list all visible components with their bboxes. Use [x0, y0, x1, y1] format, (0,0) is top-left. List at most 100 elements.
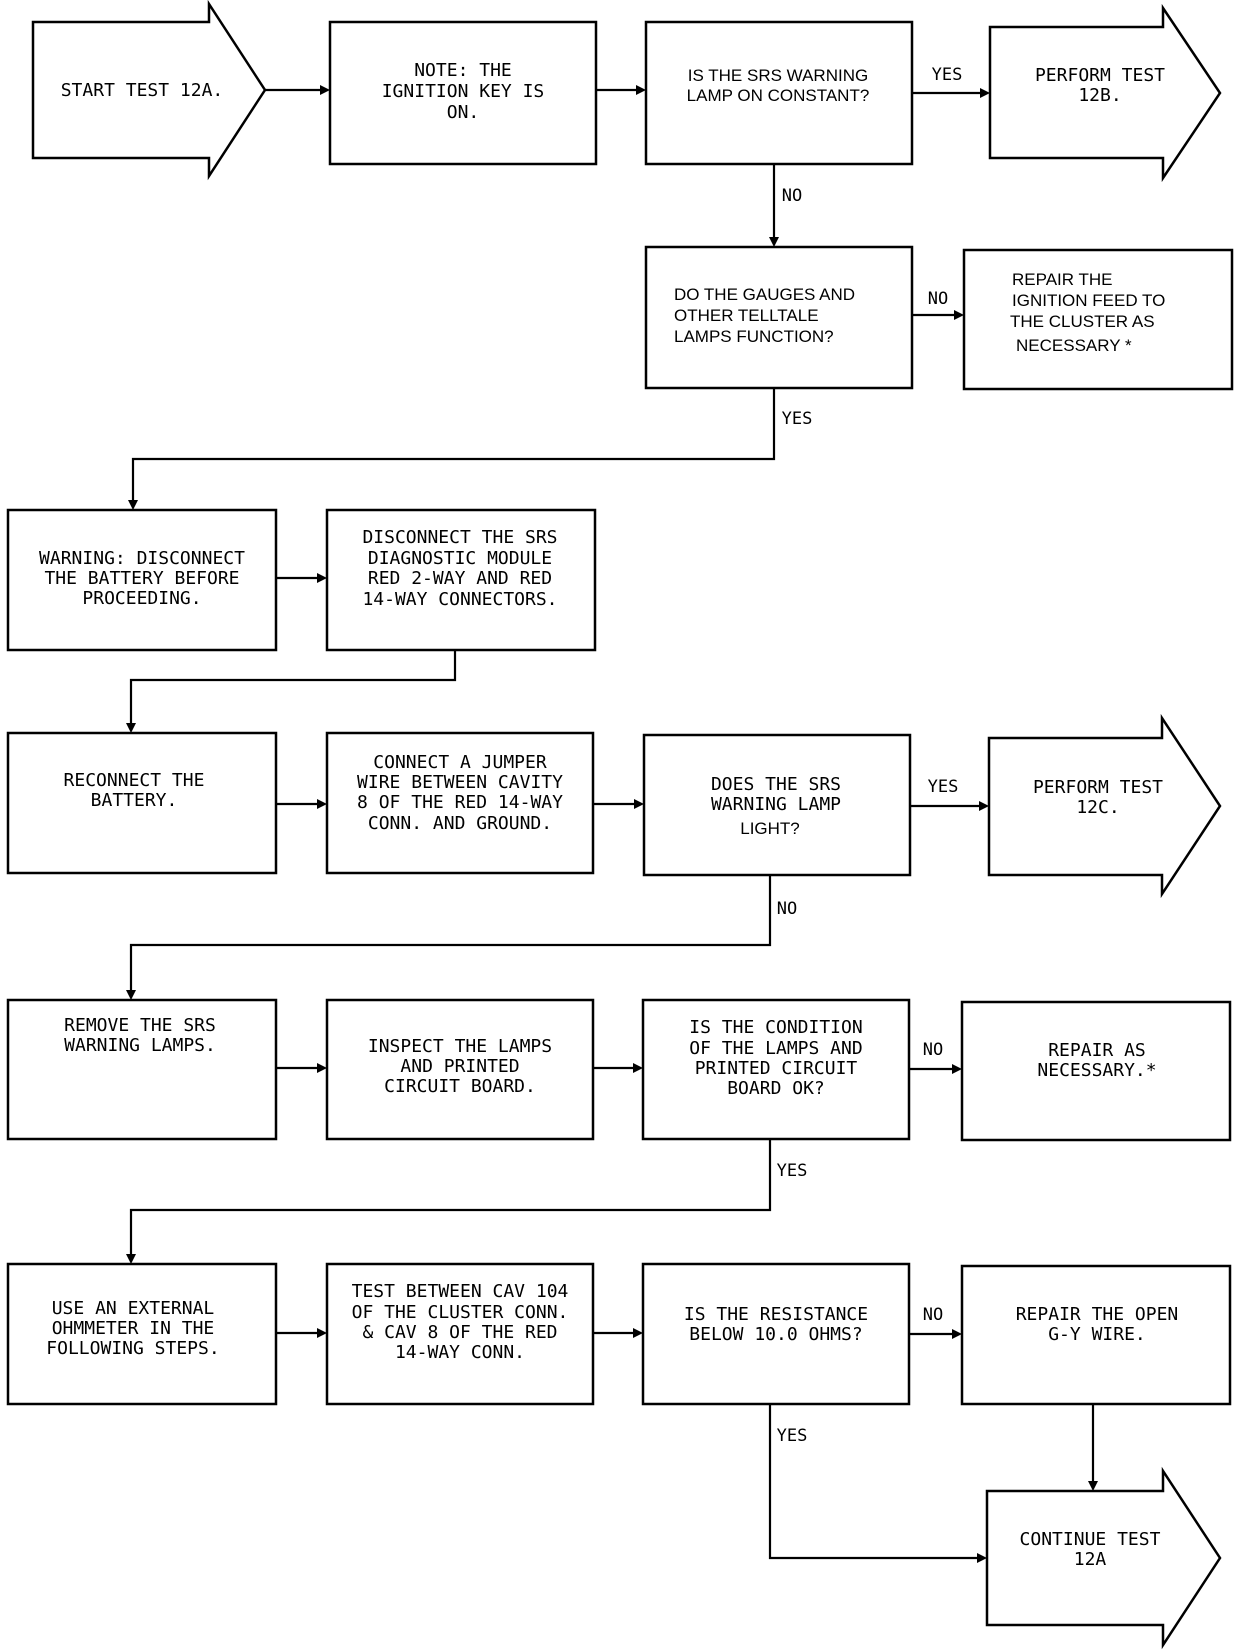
edge-label-no: NO	[777, 899, 797, 919]
use-ohmmeter-text: USE AN EXTERNAL OHMMETER IN THE FOLLOWIN…	[46, 1298, 219, 1359]
text-line: OF THE CLUSTER CONN.	[352, 1302, 569, 1323]
edge-label-yes: YES	[782, 409, 813, 429]
lamp-light-decision-box	[642, 733, 912, 877]
perform-test-12b-text: PERFORM TEST 12B.	[1035, 65, 1165, 106]
text-line: NECESSARY *	[1016, 336, 1132, 355]
condition-question-text: IS THE CONDITION OF THE LAMPS AND PRINTE…	[689, 1017, 862, 1099]
text-line: 12C.	[1076, 797, 1119, 818]
edge-label-yes: YES	[932, 65, 963, 85]
text-line: DOES THE SRS	[711, 774, 841, 795]
edge-label-yes: YES	[777, 1161, 808, 1181]
text-line: 12B.	[1078, 85, 1121, 106]
text-line: WARNING: DISCONNECT	[39, 548, 245, 569]
text-line: ON.	[447, 102, 480, 123]
text-line: PERFORM TEST	[1035, 65, 1165, 86]
text-line: OHMMETER IN THE	[52, 1318, 215, 1339]
text-line: NECESSARY.*	[1037, 1060, 1156, 1081]
srs-constant-question-text: IS THE SRS WARNING LAMP ON CONSTANT?	[687, 66, 870, 105]
text-line: AND PRINTED	[400, 1056, 519, 1077]
text-line: IS THE CONDITION	[689, 1017, 862, 1038]
text-line: IS THE RESISTANCE	[684, 1304, 868, 1325]
warning-battery-box	[6, 508, 278, 652]
text-line: RED 2-WAY AND RED	[368, 568, 552, 589]
text-line: OF THE LAMPS AND	[689, 1038, 862, 1059]
text-line: BOARD OK?	[727, 1078, 825, 1099]
use-ohmmeter-box	[6, 1262, 278, 1406]
disconnect-srs-box	[325, 508, 597, 652]
edge-label-no: NO	[923, 1040, 943, 1060]
text-line: IGNITION KEY IS	[382, 81, 545, 102]
text-line: WARNING LAMPS.	[64, 1035, 216, 1056]
start-test-12a-arrow	[31, 0, 267, 181]
text-line: RECONNECT THE	[64, 770, 205, 791]
text-line: LIGHT?	[740, 819, 800, 838]
text-line: NOTE: THE	[414, 60, 512, 81]
text-line: 14-WAY CONNECTORS.	[362, 589, 557, 610]
text-line: PERFORM TEST	[1033, 777, 1163, 798]
text-line: FOLLOWING STEPS.	[46, 1338, 219, 1359]
text-line: G-Y WIRE.	[1048, 1324, 1146, 1345]
text-line: PRINTED CIRCUIT	[695, 1058, 858, 1079]
edge-label-no: NO	[928, 289, 948, 309]
text-line: INSPECT THE LAMPS	[368, 1036, 552, 1057]
note-ignition-text: NOTE: THE IGNITION KEY IS ON.	[382, 60, 545, 123]
repair-ignition-text: REPAIR THE IGNITION FEED TO THE CLUSTER …	[1010, 270, 1165, 355]
text-line: CONTINUE TEST	[1020, 1529, 1161, 1550]
text-line: THE BATTERY BEFORE	[44, 568, 239, 589]
text-line: IGNITION FEED TO	[1012, 291, 1165, 310]
perform-test-12b-arrow	[988, 3, 1222, 183]
note-ignition-box	[328, 20, 598, 166]
connect-jumper-box	[325, 731, 595, 875]
continue-test-12a-text: CONTINUE TEST 12A	[1020, 1529, 1161, 1570]
text-line: 12A	[1074, 1549, 1107, 1570]
lamp-light-question-text: DOES THE SRS WARNING LAMP LIGHT?	[711, 774, 841, 838]
text-line: THE CLUSTER AS	[1010, 312, 1155, 331]
edge-label-no: NO	[923, 1305, 943, 1325]
remove-lamps-box	[6, 998, 278, 1141]
text-line: & CAV 8 OF THE RED	[362, 1322, 557, 1343]
text-line: LAMP ON CONSTANT?	[687, 86, 870, 105]
edge-label-no: NO	[782, 186, 802, 206]
text-line: CIRCUIT BOARD.	[384, 1076, 536, 1097]
text-line: DISCONNECT THE SRS	[362, 527, 557, 548]
edge-label-yes: YES	[928, 777, 959, 797]
warning-battery-text: WARNING: DISCONNECT THE BATTERY BEFORE P…	[39, 548, 245, 609]
test-between-box	[325, 1262, 595, 1406]
repair-as-necessary-text: REPAIR AS NECESSARY.*	[1037, 1040, 1156, 1081]
resistance-question-text: IS THE RESISTANCE BELOW 10.0 OHMS?	[684, 1304, 868, 1345]
text-line: REPAIR AS	[1048, 1040, 1146, 1061]
resistance-decision-box	[641, 1262, 911, 1406]
reconnect-battery-box	[6, 731, 278, 875]
repair-ignition-box	[962, 248, 1234, 391]
text-line: OTHER TELLTALE	[674, 306, 819, 325]
connectors	[126, 85, 1098, 1563]
inspect-lamps-box	[325, 998, 595, 1141]
reconnect-battery-text: RECONNECT THE BATTERY.	[64, 770, 205, 811]
text-line: WARNING LAMP	[711, 794, 841, 815]
test-between-text: TEST BETWEEN CAV 104 OF THE CLUSTER CONN…	[352, 1281, 569, 1363]
text-line: 14-WAY CONN.	[395, 1342, 525, 1363]
text-line: PROCEEDING.	[82, 588, 201, 609]
text-line: BATTERY.	[91, 790, 178, 811]
repair-open-wire-box	[960, 1264, 1232, 1406]
inspect-lamps-text: INSPECT THE LAMPS AND PRINTED CIRCUIT BO…	[368, 1036, 552, 1097]
perform-test-12c-text: PERFORM TEST 12C.	[1033, 777, 1163, 818]
text-line: REPAIR THE OPEN	[1016, 1304, 1179, 1325]
text-line: USE AN EXTERNAL	[52, 1298, 215, 1319]
start-test-12a-text: START TEST 12A.	[61, 80, 224, 101]
text-line: CONNECT A JUMPER	[373, 752, 547, 773]
remove-lamps-text: REMOVE THE SRS WARNING LAMPS.	[64, 1015, 216, 1056]
text-line: WIRE BETWEEN CAVITY	[357, 772, 563, 793]
repair-open-wire-text: REPAIR THE OPEN G-Y WIRE.	[1016, 1304, 1179, 1345]
text-line: TEST BETWEEN CAV 104	[352, 1281, 569, 1302]
connect-jumper-text: CONNECT A JUMPER WIRE BETWEEN CAVITY 8 O…	[357, 752, 563, 834]
disconnect-srs-text: DISCONNECT THE SRS DIAGNOSTIC MODULE RED…	[362, 527, 557, 610]
gauges-question-text: DO THE GAUGES AND OTHER TELLTALE LAMPS F…	[674, 285, 855, 346]
text-line: CONN. AND GROUND.	[368, 813, 552, 834]
text-line: IS THE SRS WARNING	[688, 66, 868, 85]
gauges-decision-box	[644, 245, 914, 390]
srs-constant-decision-box	[644, 20, 914, 166]
text-line: DIAGNOSTIC MODULE	[368, 548, 552, 569]
continue-test-12a-arrow	[985, 1466, 1222, 1650]
